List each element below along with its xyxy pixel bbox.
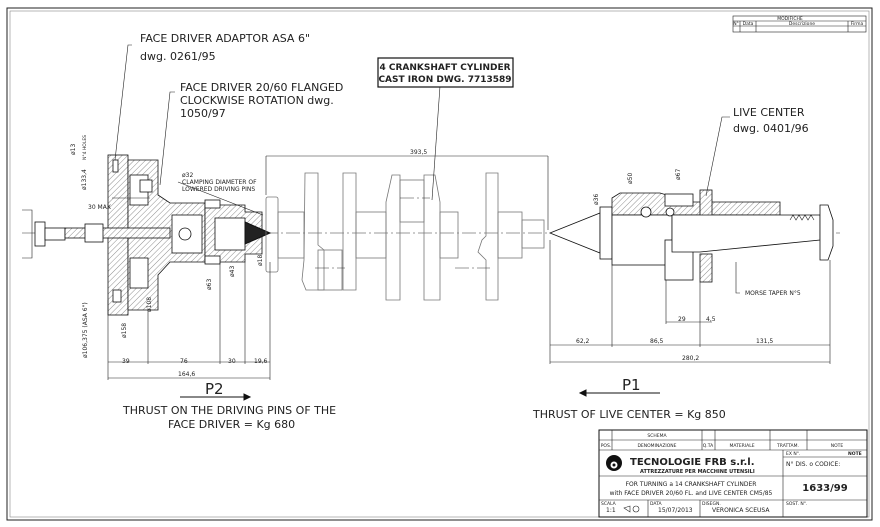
projection-symbol-icon [623,505,640,513]
revision-table: MODIFICHE N° Data Descrizione Firma [732,15,867,33]
p1-thrust-text: THRUST OF LIVE CENTER = Kg 850 [532,408,726,421]
live-center-dwg: dwg. 0401/96 [733,122,809,135]
rev-col: Descrizione [789,21,815,27]
dim-text: 62,2 [576,338,590,345]
dim-text: 86,5 [650,338,664,345]
morse-taper-label: MORSE TAPER N°5 [745,290,801,297]
clamp-note-2: LOWERED DRIVING PINS [182,186,255,193]
crankshaft-dwg: CAST IRON DWG. 7713589 [378,75,511,85]
dim-text: N°4 HOLES [82,135,88,160]
dim-text: ø133,4 [81,169,88,190]
date-value: 15/07/2013 [658,507,693,514]
company-logo [606,455,622,471]
header-cell: DENOMINAZIONE [637,443,676,449]
scale-label: SCALA [601,501,617,507]
dim-text: ø18 [257,255,264,266]
rev-col: Firma [851,21,864,27]
crankshaft-label-box [377,57,514,88]
face-driver-assembly [22,154,272,316]
dim-text: ø108 [146,297,153,312]
header-cell: NOTE [831,443,844,449]
company-subtitle: ATTREZZATURE PER MACCHINE UTENSILI [640,469,755,475]
dim-text: ø67 [675,169,682,180]
header-cell: TRATTAM. [776,443,799,449]
dim-text: 39 [122,358,130,365]
dimension-lines [107,155,831,380]
header-cell: POS. [601,443,612,449]
driver-label-2: CLOCKWISE ROTATION dwg. [180,94,334,107]
p2-thrust-value: FACE DRIVER = Kg 680 [168,418,295,431]
rev-col: N° [733,21,739,27]
header-cell: Q.TA [703,443,714,449]
rev-col: Data [743,21,754,27]
ex-label: EX N°. [786,451,800,457]
p2-thrust-text: THRUST ON THE DRIVING PINS OF THE [122,404,336,417]
driver-dwg: 1050/97 [180,107,226,120]
date-label: DATA [650,501,663,507]
drawing-description-2: with FACE DRIVER 20/60 FL. and LIVE CENT… [610,490,773,497]
dim-text: 76 [180,358,188,365]
dim-text: 4,5 [706,316,716,323]
substitute-label: SOST. N°. [786,501,807,507]
crankshaft [265,172,545,301]
dim-text: ø158 [121,323,128,338]
dim-text: ø63 [206,279,213,290]
clamp-dim: ø32 [182,172,193,179]
dim-text: ø50 [627,173,634,184]
drawn-label: DISEGN. [702,501,721,507]
p2-label: P2 [205,380,224,398]
thrust-arrows [180,389,660,401]
revision-title: MODIFICHE [777,16,803,22]
dim-text: ø13 [70,144,77,155]
note-label: NOTE [848,451,862,457]
dim-text: ø36 [593,194,600,205]
dim-text: 19,6 [254,358,268,365]
drawn-by: VERONICA SCEUSA [712,507,770,514]
leader-lines [114,44,740,294]
title-block: SCHEMA POS. DENOMINAZIONE Q.TA MATERIALE… [598,429,868,518]
dim-text: 164,6 [178,371,195,378]
adaptor-label: FACE DRIVER ADAPTOR ASA 6" [140,32,310,45]
driver-label: FACE DRIVER 20/60 FLANGED [180,81,343,94]
crankshaft-label: 4 CRANKSHAFT CYLINDER [379,63,510,73]
drawing-description: FOR TURNING a 14 CRANKSHAFT CYLINDER [626,481,757,488]
live-center-label: LIVE CENTER [733,106,805,119]
code-label: N° DIS. o CODICE: [786,461,840,468]
live-center-assembly [548,189,834,283]
dim-text: 280,2 [682,355,699,362]
dim-text: 131,5 [756,338,773,345]
sheet-frame [6,7,873,521]
schema-label: SCHEMA [647,433,667,439]
dim-text: 30 [228,358,236,365]
clamp-note: CLAMPING DIAMETER OF [182,179,257,186]
header-cell: MATERIALE [729,443,754,449]
dim-text: 393,5 [410,149,427,156]
p1-label: P1 [622,376,641,394]
dim-text: 29 [678,316,686,323]
dim-text: ø43 [229,266,236,277]
drawing-code: 1633/99 [802,483,847,494]
dim-text: 30 MAX [88,204,111,211]
adaptor-dwg: dwg. 0261/95 [140,50,216,63]
dimension-texts: 393,5 39 76 30 19,6 164,6 30 MAX 62,2 86… [70,135,773,378]
dim-text: ø106,375 (ASA 6") [82,302,89,358]
company-name: TECNOLOGIE FRB s.r.l. [630,457,755,468]
scale-value: 1:1 [606,507,616,514]
